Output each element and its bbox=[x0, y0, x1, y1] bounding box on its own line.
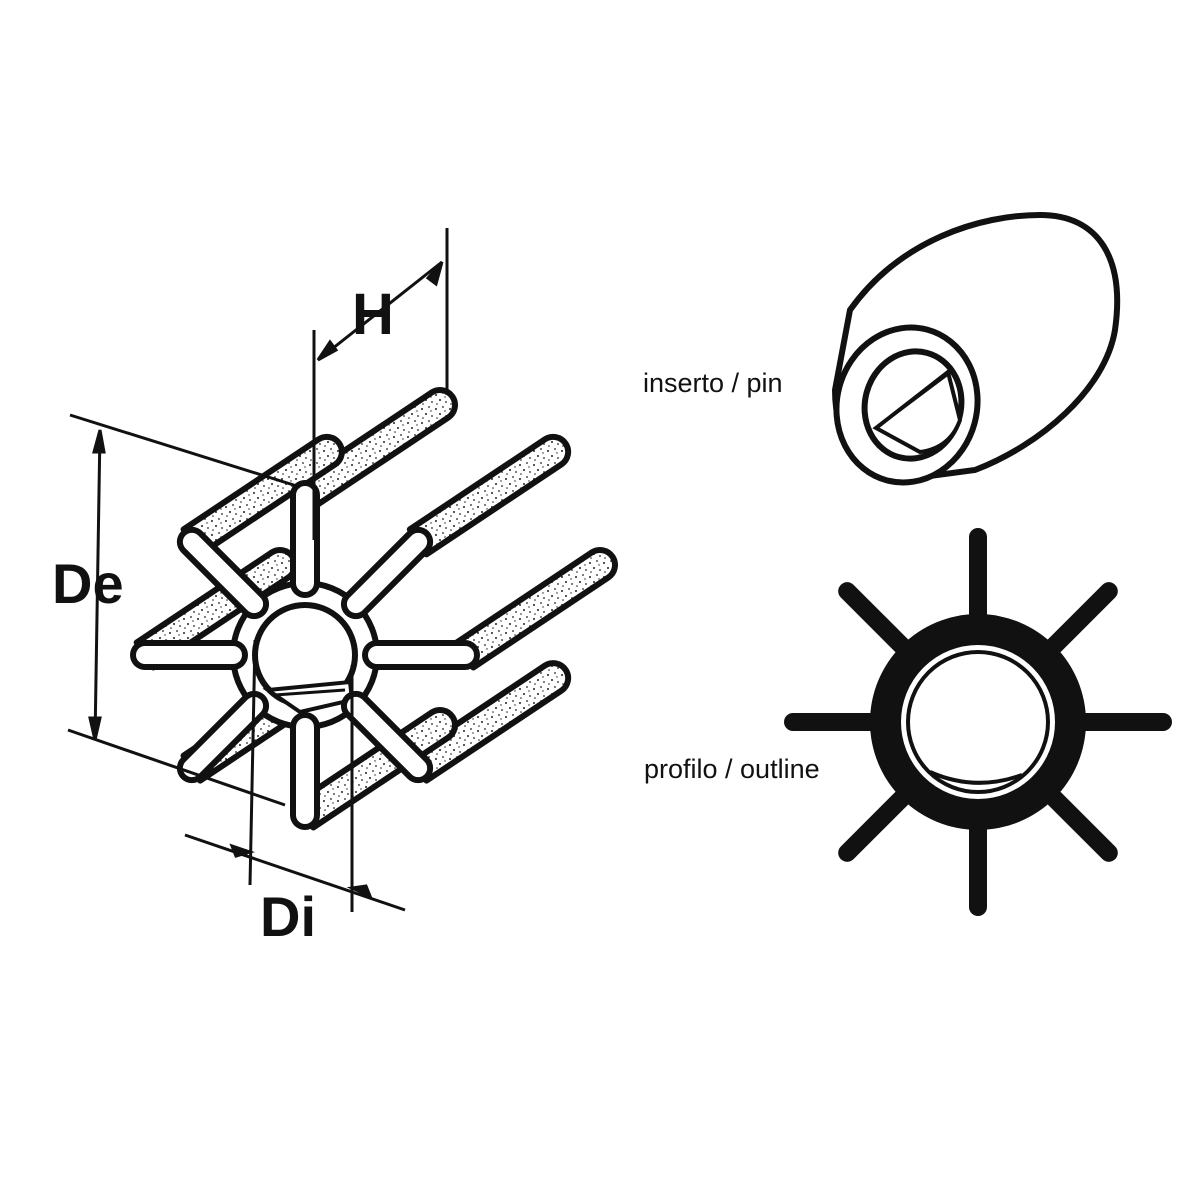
outline-blade bbox=[838, 783, 917, 862]
blade-extrusion bbox=[406, 433, 572, 558]
outline-blade bbox=[838, 582, 917, 661]
blade-extrusion bbox=[406, 660, 572, 784]
impeller-3d-drawing: H De Di bbox=[52, 228, 618, 948]
blade-extrusion bbox=[453, 547, 618, 671]
blade-spoke bbox=[182, 696, 264, 778]
blade-spoke bbox=[346, 696, 428, 778]
height-label: H bbox=[352, 282, 394, 347]
blade-spoke bbox=[346, 532, 428, 614]
outline-blades bbox=[784, 528, 1172, 916]
outline-blade bbox=[1039, 582, 1118, 661]
outline-blade bbox=[1039, 783, 1118, 862]
blade-extrusion bbox=[293, 707, 458, 831]
insert-caption: inserto / pin bbox=[643, 368, 783, 398]
blade-spoke bbox=[182, 532, 264, 614]
dimension-inner-diameter bbox=[184, 639, 406, 912]
insert-pin-drawing bbox=[831, 211, 1121, 486]
blade-extrusion bbox=[293, 387, 458, 511]
dimension-height bbox=[312, 228, 449, 540]
impeller-spokes-front bbox=[130, 480, 480, 830]
impeller-outline-profile bbox=[784, 528, 1172, 916]
inner-diameter-label: Di bbox=[260, 885, 316, 948]
dimension-outer-diameter bbox=[67, 413, 301, 807]
blade-extrusion bbox=[180, 433, 345, 558]
outline-caption: profilo / outline bbox=[644, 754, 820, 784]
outer-diameter-label: De bbox=[52, 552, 124, 615]
